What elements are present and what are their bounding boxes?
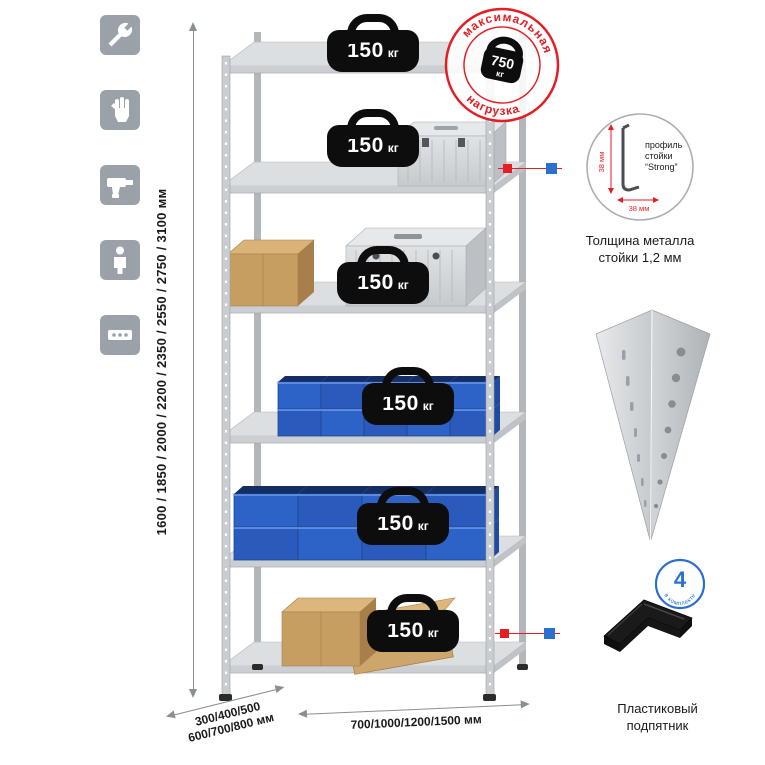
profile-label-2: стойки bbox=[645, 151, 673, 161]
glove-icon bbox=[111, 97, 129, 122]
load-value: 150 bbox=[387, 619, 424, 642]
shelf-load-badge: 150 кг bbox=[327, 125, 419, 167]
load-unit: кг bbox=[387, 141, 399, 155]
load-value: 150 bbox=[347, 134, 384, 157]
load-unit: кг bbox=[422, 399, 434, 413]
blue-marker-square bbox=[544, 628, 555, 639]
shelf-load-badge: 150 кг bbox=[337, 262, 429, 304]
shelf-load-badge: 150 кг bbox=[327, 30, 419, 72]
height-dimension-label: 1600 / 1850 / 2000 / 2200 / 2350 / 2550 … bbox=[154, 188, 169, 536]
shelf-load-badge: 150 кг bbox=[362, 383, 454, 425]
wrench-icon bbox=[108, 22, 133, 47]
foot-caption-line1: Пластиковый bbox=[617, 701, 698, 716]
profile-caption: Толщина металла стойки 1,2 мм bbox=[575, 232, 705, 266]
profile-caption-line1: Толщина металла bbox=[585, 233, 695, 248]
load-value: 150 bbox=[382, 392, 419, 415]
stamp-kettlebell: 750 кг bbox=[480, 36, 524, 84]
blue-marker-square bbox=[546, 163, 557, 174]
profile-label-1: профиль bbox=[645, 140, 683, 150]
foot-caption: Пластиковый подпятник bbox=[585, 700, 730, 734]
plastic-foot-photo bbox=[603, 599, 693, 652]
kit-count-value: 4 bbox=[674, 567, 687, 592]
shelf-load-badge: 150 кг bbox=[357, 503, 449, 545]
stamp-value: 750 bbox=[490, 52, 516, 73]
wrench-icon-tile bbox=[100, 15, 140, 55]
load-value: 150 bbox=[347, 39, 384, 62]
perforated-profile-icon bbox=[108, 330, 132, 340]
red-marker-square bbox=[500, 629, 509, 638]
person-icon-tile bbox=[100, 240, 140, 280]
drill-icon bbox=[107, 178, 133, 198]
profile-label-3: “Strong” bbox=[645, 162, 678, 172]
load-unit: кг bbox=[387, 46, 399, 60]
kit-count-badge: 4 в комплекте bbox=[654, 558, 706, 610]
post-profile-detail: 38 мм 38 мм профиль стойки “Strong” bbox=[586, 113, 694, 221]
profile-dim-vertical: 38 мм bbox=[597, 152, 606, 173]
profile-callout-line bbox=[498, 168, 562, 169]
foot-callout-line bbox=[495, 633, 560, 634]
cardboard-box bbox=[227, 239, 315, 307]
drill-icon-tile bbox=[100, 165, 140, 205]
profile-dim-horizontal: 38 мм bbox=[629, 204, 650, 213]
back-posts bbox=[254, 32, 526, 666]
red-marker-square bbox=[503, 164, 512, 173]
shelf-load-badge: 150 кг bbox=[367, 610, 459, 652]
person-icon bbox=[114, 246, 126, 274]
foot-caption-line2: подпятник bbox=[626, 718, 689, 733]
stamp-unit: кг bbox=[495, 68, 505, 79]
load-unit: кг bbox=[427, 626, 439, 640]
profile-caption-line2: стойки 1,2 мм bbox=[598, 250, 682, 265]
load-value: 150 bbox=[357, 271, 394, 294]
perforated-angle-post-photo bbox=[595, 309, 711, 541]
load-unit: кг bbox=[397, 278, 409, 292]
width-dimension-label: 700/1000/1200/1500 мм bbox=[350, 712, 483, 732]
load-unit: кг bbox=[417, 519, 429, 533]
max-load-stamp: максимальная нагрузка 750 кг bbox=[444, 5, 562, 123]
glove-icon-tile bbox=[100, 90, 140, 130]
height-dimension-line bbox=[189, 22, 197, 698]
perforated-profile-icon-tile bbox=[100, 315, 140, 355]
load-value: 150 bbox=[377, 512, 414, 535]
